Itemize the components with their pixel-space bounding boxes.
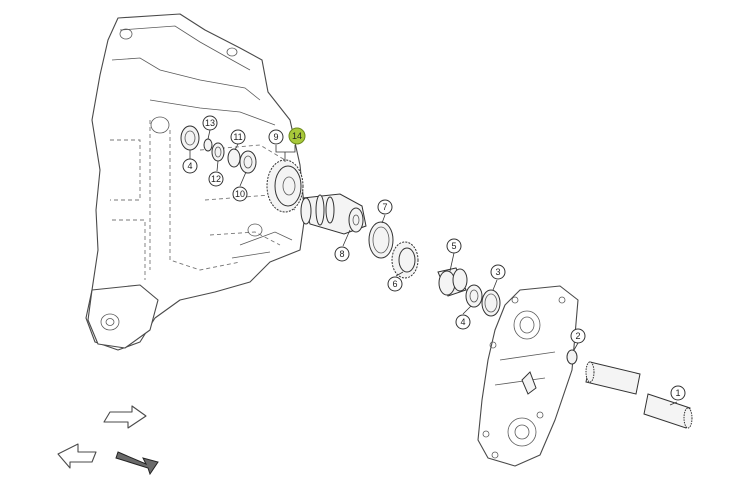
svg-text:7: 7 [382, 202, 387, 212]
oring-3 [481, 289, 501, 317]
seal-4-left [180, 125, 200, 151]
svg-text:3: 3 [495, 267, 500, 277]
callout-4-right[interactable]: 4 [455, 314, 471, 330]
callout-5[interactable]: 5 [446, 238, 462, 254]
callout-2[interactable]: 2 [570, 328, 586, 344]
svg-text:8: 8 [339, 249, 344, 259]
svg-text:14: 14 [292, 131, 302, 141]
svg-text:4: 4 [187, 161, 192, 171]
cover-plate [477, 285, 579, 467]
callout-3[interactable]: 3 [490, 264, 506, 280]
ring-7 [368, 221, 394, 259]
callout-7[interactable]: 7 [377, 199, 393, 215]
seal-4-right [465, 284, 483, 308]
oring-2 [566, 349, 578, 365]
callout-9[interactable]: 9 [268, 129, 284, 145]
pin-1 [643, 393, 693, 429]
bearing-10 [239, 150, 257, 174]
svg-text:4: 4 [460, 317, 465, 327]
ring-12 [211, 142, 225, 162]
svg-text:9: 9 [273, 132, 278, 142]
arrow-left-icon [57, 443, 97, 469]
svg-text:13: 13 [205, 118, 215, 128]
sleeve-5 [437, 267, 468, 297]
gear-6 [391, 241, 419, 279]
callout-6[interactable]: 6 [387, 276, 403, 292]
gear-9 [266, 159, 304, 213]
callout-8[interactable]: 8 [334, 246, 350, 262]
callout-10[interactable]: 10 [232, 186, 248, 202]
svg-text:11: 11 [233, 132, 242, 142]
callout-1[interactable]: 1 [670, 385, 686, 401]
callout-12[interactable]: 12 [208, 171, 224, 187]
ring-13 [203, 138, 213, 152]
shaft-8 [300, 193, 367, 235]
svg-text:6: 6 [392, 279, 397, 289]
spacer-11 [227, 148, 241, 168]
svg-text:10: 10 [235, 189, 245, 199]
arrow-up-right-icon [103, 405, 147, 429]
svg-text:5: 5 [451, 241, 456, 251]
arrow-down-right-icon [115, 451, 159, 476]
transmission-housing [85, 13, 306, 351]
svg-text:12: 12 [211, 174, 221, 184]
callout-14[interactable]: 14 [288, 127, 306, 145]
callout-leaders [189, 129, 678, 406]
svg-text:1: 1 [675, 388, 680, 398]
svg-text:2: 2 [575, 331, 580, 341]
callout-11[interactable]: 11 [230, 129, 246, 145]
callout-4-left[interactable]: 4 [182, 158, 198, 174]
callout-13[interactable]: 13 [202, 115, 218, 131]
spline-shaft [585, 361, 641, 395]
